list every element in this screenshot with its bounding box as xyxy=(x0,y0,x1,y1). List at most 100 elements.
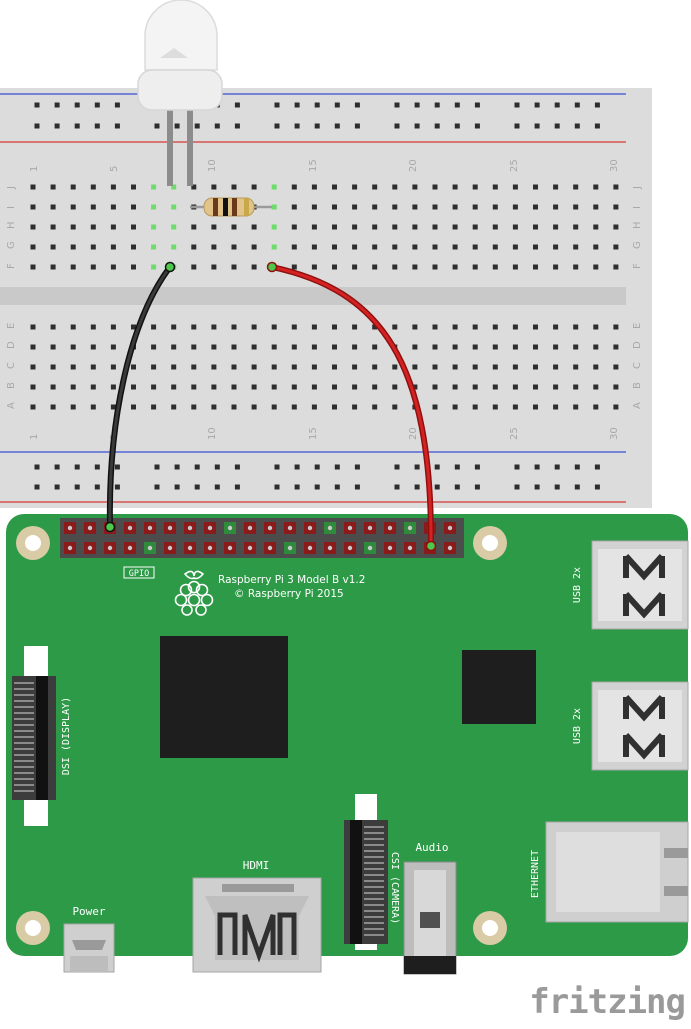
ethernet-port xyxy=(545,821,689,923)
breadboard-hole xyxy=(533,364,538,370)
breadboard-hole xyxy=(291,324,297,330)
breadboard-hole xyxy=(90,344,96,350)
breadboard-hole xyxy=(151,384,157,390)
breadboard-hole xyxy=(151,364,157,370)
breadboard-hole xyxy=(392,184,398,190)
breadboard-hole xyxy=(472,184,478,190)
breadboard-hole xyxy=(291,204,297,210)
rail-hole xyxy=(394,484,400,490)
breadboard-hole xyxy=(191,344,197,350)
rail-hole xyxy=(234,484,240,490)
rail-hole xyxy=(234,123,240,129)
row-letters-top: J I H G F J I H G F xyxy=(6,186,643,269)
rail-hole xyxy=(474,484,480,490)
breadboard-hole xyxy=(573,324,579,330)
breadboard-hole xyxy=(492,344,498,350)
breadboard-hole xyxy=(512,384,518,390)
breadboard-hole xyxy=(492,264,498,270)
breadboard-hole xyxy=(392,404,398,410)
rail-hole xyxy=(514,102,520,108)
row-letter: A xyxy=(632,402,643,409)
rail-hole xyxy=(74,123,80,129)
breadboard-hole xyxy=(171,184,177,190)
breadboard-hole xyxy=(492,224,498,230)
lan-chip xyxy=(462,650,536,724)
breadboard-hole xyxy=(131,204,136,210)
rail-hole xyxy=(334,464,340,470)
breadboard-hole xyxy=(452,204,458,210)
breadboard-hole xyxy=(332,324,337,330)
breadboard-hole xyxy=(533,344,538,350)
breadboard-hole xyxy=(352,264,358,270)
breadboard-hole xyxy=(191,224,197,230)
breadboard-hole xyxy=(512,204,518,210)
breadboard-hole xyxy=(392,224,398,230)
rail-hole xyxy=(594,102,600,108)
breadboard-hole xyxy=(251,224,257,230)
breadboard-hole xyxy=(231,184,237,190)
breadboard-hole xyxy=(613,344,619,350)
breadboard-hole xyxy=(533,404,538,410)
breadboard-hole xyxy=(613,364,619,370)
breadboard-hole xyxy=(372,324,378,330)
breadboard-hole xyxy=(110,344,116,350)
breadboard-hole xyxy=(311,364,317,370)
column-number: 30 xyxy=(609,159,620,172)
rail-hole xyxy=(34,102,40,108)
breadboard-hole xyxy=(392,324,398,330)
breadboard-hole xyxy=(372,344,378,350)
row-letter: E xyxy=(6,323,17,329)
breadboard-hole xyxy=(472,364,478,370)
breadboard-hole xyxy=(472,344,478,350)
black-wire-end xyxy=(104,521,116,533)
rail-hole xyxy=(594,464,600,470)
column-number: 10 xyxy=(207,159,218,172)
breadboard-hole xyxy=(191,264,197,270)
breadboard-hole xyxy=(110,264,116,270)
breadboard-hole xyxy=(553,184,559,190)
breadboard-hole xyxy=(131,224,136,230)
breadboard-hole xyxy=(90,184,96,190)
breadboard-hole xyxy=(412,344,418,350)
breadboard-hole xyxy=(50,384,56,390)
breadboard-hole xyxy=(332,384,337,390)
column-number: 25 xyxy=(509,159,520,172)
breadboard-hole xyxy=(352,244,358,250)
mounting-holes xyxy=(16,526,507,945)
breadboard-hole xyxy=(311,404,317,410)
breadboard-hole xyxy=(70,384,76,390)
breadboard-hole xyxy=(211,224,217,230)
breadboard-hole xyxy=(50,404,56,410)
audio-label: Audio xyxy=(415,841,448,854)
breadboard-hole xyxy=(553,404,559,410)
rail-hole xyxy=(114,123,120,129)
breadboard-hole xyxy=(492,324,498,330)
breadboard-hole xyxy=(151,404,157,410)
breadboard-hole xyxy=(512,344,518,350)
breadboard-hole xyxy=(512,324,518,330)
rail-hole xyxy=(274,484,280,490)
fritzing-watermark: fritzing xyxy=(529,982,685,1022)
breadboard-hole xyxy=(352,184,358,190)
breadboard-hole xyxy=(271,244,277,250)
rail-hole xyxy=(194,484,200,490)
wires xyxy=(104,261,437,552)
breadboard-hole xyxy=(492,204,498,210)
breadboard-hole xyxy=(452,324,458,330)
breadboard-hole xyxy=(171,244,177,250)
column-number: 30 xyxy=(609,427,620,440)
column-number: 20 xyxy=(408,159,419,172)
breadboard-hole xyxy=(452,344,458,350)
breadboard-hole xyxy=(573,184,579,190)
breadboard-hole xyxy=(613,404,619,410)
rail-hole xyxy=(94,484,100,490)
rail-hole xyxy=(74,102,80,108)
rail-hole xyxy=(214,123,220,129)
breadboard-hole xyxy=(533,244,538,250)
row-letters-bottom: E D C B A E D C B A xyxy=(6,323,643,409)
breadboard-hole xyxy=(231,344,237,350)
row-letter: J xyxy=(6,186,17,190)
row-letter: I xyxy=(6,206,17,209)
breadboard-hole xyxy=(352,404,358,410)
